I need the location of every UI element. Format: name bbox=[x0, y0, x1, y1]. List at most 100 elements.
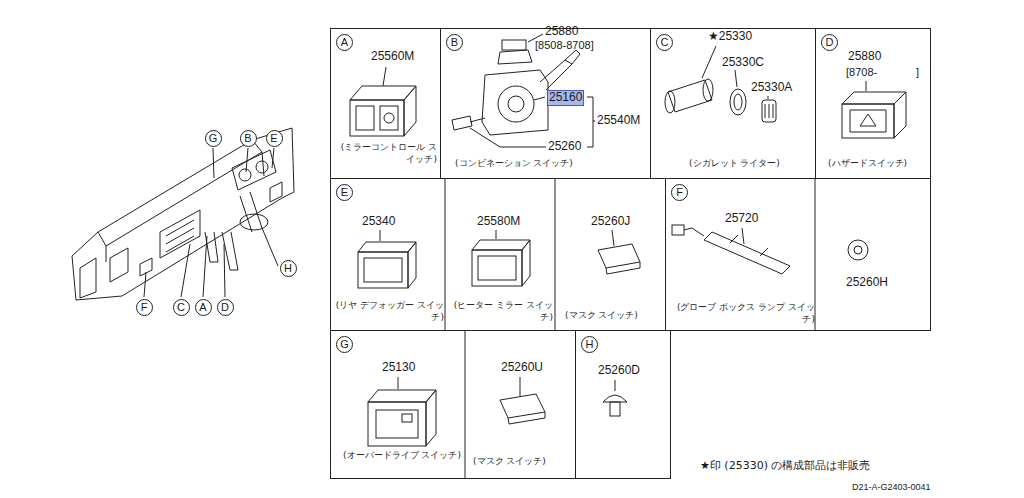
mirror-control-switch-part bbox=[356, 106, 374, 130]
dashboard-drawing-part bbox=[232, 150, 276, 190]
part-caption: (ハザードスイッチ) bbox=[828, 157, 928, 169]
combination-switch bbox=[452, 34, 595, 147]
rear-defogger-switch-part bbox=[358, 242, 416, 252]
part-caption: (マスク スイッチ) bbox=[473, 455, 573, 467]
hazard-switch-part bbox=[842, 104, 894, 138]
heater-mirror-switch-part bbox=[478, 256, 516, 280]
combination-switch-part bbox=[587, 97, 593, 147]
mask-switch-part bbox=[598, 244, 640, 268]
callout-letter-text: F bbox=[141, 302, 148, 313]
glove-box-lamp-switch-part bbox=[672, 225, 684, 235]
callout-letter: G bbox=[205, 130, 222, 147]
cigarette-lighter-part bbox=[702, 46, 716, 78]
heater-mirror-switch-part bbox=[496, 230, 497, 239]
mask-switch-part bbox=[500, 394, 545, 418]
combination-switch-part bbox=[593, 121, 595, 122]
note-text: ★印 (25330) の構成部品は非販売 bbox=[700, 460, 870, 473]
callout-letter-text: C bbox=[661, 37, 669, 48]
part-number: 25880 bbox=[848, 50, 881, 64]
rear-defogger-switch bbox=[358, 230, 416, 288]
combination-switch-part bbox=[452, 116, 472, 130]
mirror-control-switch-part bbox=[380, 106, 398, 130]
mask-switch-part bbox=[520, 377, 521, 396]
callout-letter: H bbox=[581, 336, 598, 353]
panel-box: (グローブ ボックス ランプ スイッチ)F bbox=[665, 178, 931, 331]
panel-box: H bbox=[575, 330, 671, 479]
hazard-switch-part bbox=[866, 81, 867, 91]
callout-letter-text: H bbox=[586, 339, 594, 350]
part-number: [8708- bbox=[846, 66, 877, 79]
part-caption: (グローブ ボックス ランプ スイッチ) bbox=[669, 301, 815, 325]
cigarette-lighter-part bbox=[734, 94, 742, 110]
callout-letter-text: D bbox=[826, 37, 834, 48]
mirror-control-switch-part bbox=[350, 100, 404, 136]
callout-letter-text: H bbox=[284, 263, 292, 274]
mask-switch-part bbox=[606, 262, 640, 274]
leader-line-part bbox=[224, 244, 225, 297]
callout-letter: F bbox=[136, 299, 153, 316]
hazard-switch-part bbox=[850, 110, 886, 132]
clip-25260D bbox=[603, 380, 627, 416]
dashboard-drawing-part bbox=[270, 182, 282, 202]
rear-defogger-switch-part bbox=[380, 230, 381, 241]
callout-letter: D bbox=[217, 299, 234, 316]
overdrive-switch-part bbox=[376, 410, 418, 438]
callout-letter: C bbox=[656, 34, 673, 51]
overdrive-switch-part bbox=[368, 402, 426, 446]
dashboard-drawing-part bbox=[239, 169, 251, 181]
callout-letter: G bbox=[336, 336, 353, 353]
callout-letter-text: B bbox=[451, 37, 458, 48]
panel-box: (シガレット ライター) C bbox=[650, 28, 816, 179]
rear-defogger-switch-part bbox=[358, 252, 408, 288]
part-caption: (ミラーコントロール スイッチ) bbox=[335, 141, 437, 165]
part-caption: (シガレット ライター) bbox=[689, 157, 809, 169]
callout-letter-text: B bbox=[244, 133, 251, 144]
part-number: 25580M bbox=[477, 215, 520, 229]
cigarette-lighter-part bbox=[762, 100, 776, 122]
glove-box-lamp-switch-part bbox=[704, 232, 790, 274]
callout-letter-text: A bbox=[341, 37, 348, 48]
overdrive-switch bbox=[368, 377, 436, 446]
clip-25260D-part bbox=[603, 395, 627, 402]
part-number: ★25330 bbox=[708, 30, 752, 44]
cigarette-lighter-part bbox=[765, 104, 773, 118]
cell-divider-part bbox=[465, 330, 466, 478]
combination-switch-part bbox=[534, 97, 545, 100]
mask-switch bbox=[598, 230, 640, 274]
callout-letter-text: D bbox=[221, 302, 229, 313]
mirror-control-switch bbox=[350, 67, 416, 136]
dashboard-drawing-part bbox=[80, 258, 96, 298]
combination-switch-part bbox=[540, 60, 572, 90]
mask-switch-part bbox=[612, 230, 614, 246]
part-caption: (オーバードライブ スイッチ) bbox=[337, 449, 461, 461]
combination-switch-part bbox=[508, 96, 524, 112]
part-number: 25340 bbox=[362, 215, 395, 229]
callout-letter: A bbox=[336, 34, 353, 51]
glove-box-lamp-switch-part bbox=[730, 235, 768, 256]
dashboard-drawing bbox=[72, 128, 294, 300]
glove-box-lamp-switch bbox=[672, 225, 790, 274]
overdrive-switch-part bbox=[368, 390, 436, 402]
part-number: 25560M bbox=[371, 50, 414, 64]
callout-letter: B bbox=[240, 130, 257, 147]
part-number: 25880 bbox=[545, 25, 578, 39]
part-caption: (リヤ デフォッガー スイッチ) bbox=[334, 299, 444, 323]
combination-switch-part bbox=[565, 50, 580, 64]
dashboard-drawing-part bbox=[240, 192, 262, 232]
part-number: 25260J bbox=[591, 215, 630, 229]
rear-defogger-switch-part bbox=[408, 242, 416, 288]
glove-box-lamp-switch-part bbox=[684, 228, 704, 236]
mirror-control-switch-part bbox=[384, 113, 394, 123]
cell-divider-part bbox=[445, 178, 446, 330]
callout-letter-text: E bbox=[341, 187, 348, 198]
callout-letter: C bbox=[173, 299, 190, 316]
mirror-control-switch-part bbox=[404, 86, 416, 136]
heater-mirror-switch-part bbox=[472, 240, 530, 250]
clip-25260D-part bbox=[615, 380, 616, 391]
rear-defogger-switch-part bbox=[364, 258, 402, 282]
dashboard-drawing-part bbox=[106, 152, 264, 262]
grommet-25260H-part bbox=[848, 240, 868, 260]
clip-25260D-part bbox=[610, 402, 620, 416]
dashboard-drawing-part bbox=[110, 248, 128, 282]
combination-switch-part bbox=[482, 70, 548, 135]
